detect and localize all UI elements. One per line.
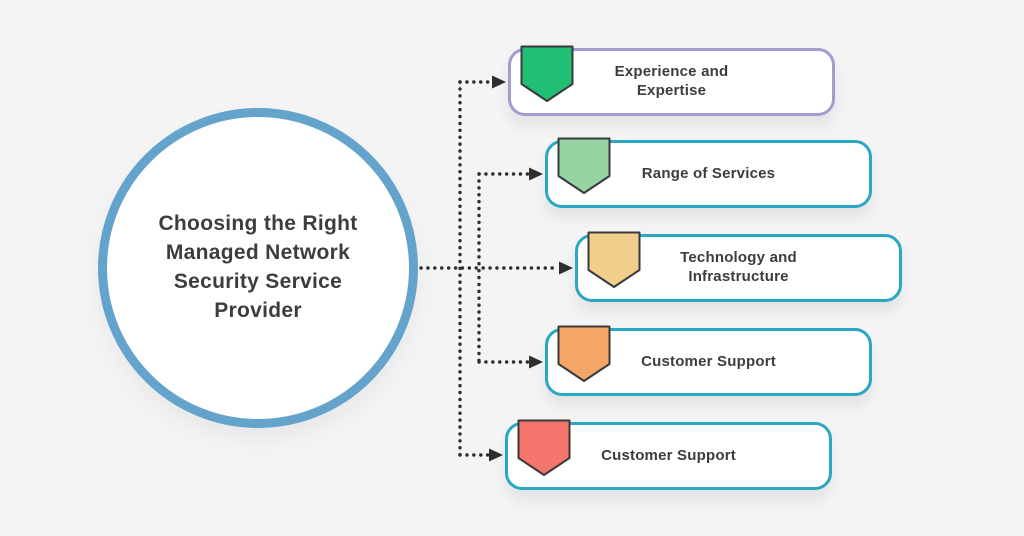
banner-icon bbox=[587, 231, 641, 288]
option-label: Technology and Infrastructure bbox=[680, 249, 797, 285]
arrowhead-box2 bbox=[529, 167, 543, 181]
arrowhead-box4 bbox=[529, 355, 543, 369]
banner-shape bbox=[520, 45, 574, 102]
arrowhead-group bbox=[489, 75, 573, 462]
banner-icon bbox=[520, 45, 574, 102]
banner-shape bbox=[557, 325, 611, 382]
banner-icon bbox=[517, 419, 571, 476]
dotted-connector-group bbox=[419, 80, 560, 457]
banner-shape bbox=[557, 137, 611, 194]
banner-icon bbox=[557, 137, 611, 194]
option-label: Customer Support bbox=[641, 352, 776, 370]
option-label: Range of Services bbox=[641, 164, 776, 182]
option-box-range-of-services: Range of Services bbox=[545, 137, 872, 208]
banner-shape bbox=[587, 231, 641, 288]
option-box-experience-expertise: Experience and Expertise bbox=[508, 45, 835, 116]
option-label: Customer Support bbox=[601, 446, 736, 464]
option-box-customer-support-1: Customer Support bbox=[545, 325, 872, 396]
option-label: Experience and Expertise bbox=[614, 63, 729, 99]
banner-shape bbox=[517, 419, 571, 476]
central-topic-circle: Choosing the Right Managed Network Secur… bbox=[98, 108, 418, 428]
option-box-customer-support-2: Customer Support bbox=[505, 419, 832, 490]
arrowhead-box5 bbox=[489, 448, 503, 462]
central-topic-title: Choosing the Right Managed Network Secur… bbox=[158, 212, 358, 322]
banner-icon bbox=[557, 325, 611, 382]
arrowhead-box3 bbox=[559, 261, 573, 275]
arrowhead-box1 bbox=[492, 75, 506, 89]
option-box-technology-infrastructure: Technology and Infrastructure bbox=[575, 231, 902, 302]
